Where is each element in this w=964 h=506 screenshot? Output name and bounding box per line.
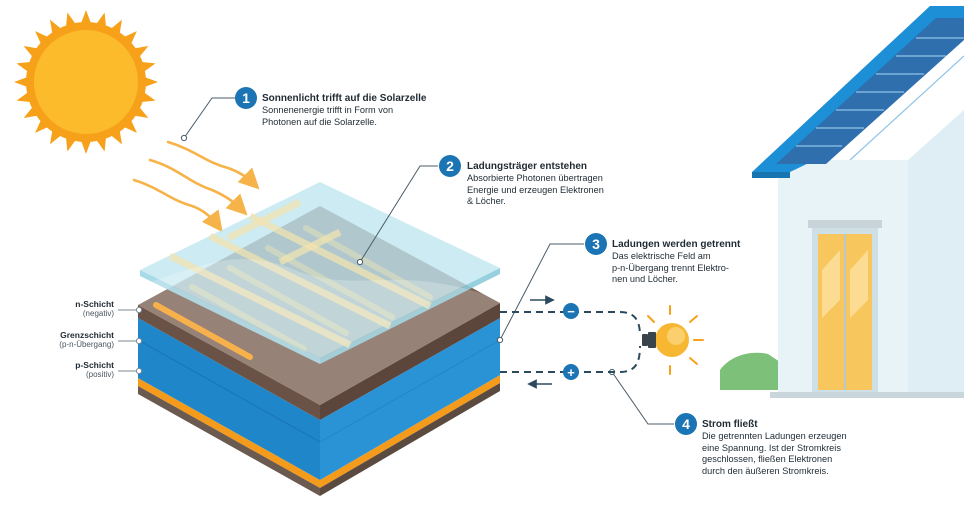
layer-label-n: n-Schicht (negativ) (4, 299, 114, 319)
positive-terminal-icon (563, 364, 579, 380)
step-2-title: Ladungsträger entstehen (467, 161, 588, 172)
sun-ray (123, 119, 137, 133)
step-1-desc-line-2: Photonen auf die Solarzelle. (262, 116, 377, 127)
step-3-desc-line-2: p-n-Übergang trennt Elektro- (612, 262, 729, 273)
step-3-title: Ladungen werden getrennt (612, 239, 741, 250)
step-3-number: 3 (592, 236, 600, 252)
sun-ray (80, 10, 92, 25)
step-2-number: 2 (446, 158, 454, 174)
step-3-desc-line-3: nen und Löcher. (612, 274, 678, 285)
layer-n-name: n-Schicht (75, 299, 114, 309)
layer-p-name: p-Schicht (75, 360, 114, 370)
layer-pointers (118, 306, 143, 375)
step-2-desc-line-2: Energie und erzeugen Elektronen (467, 184, 604, 195)
house-icon (720, 6, 964, 398)
step-4-desc-line-2: eine Spannung. Ist der Stromkreis (702, 442, 841, 453)
step-1-desc-line-1: Sonnenenergie trifft in Form von (262, 105, 394, 115)
sun-ray (143, 76, 158, 88)
step-3-text: Ladungen werden getrennt Das elektrische… (612, 238, 740, 286)
light-bulb-icon (642, 305, 704, 375)
negative-terminal-icon (563, 303, 579, 319)
step-4-badge (675, 413, 697, 435)
solar-panel-icon (776, 18, 964, 164)
step-4-desc-line-1: Die getrennten Ladungen erzeugen (702, 431, 847, 441)
step-leaders (183, 97, 674, 425)
sun-ray (123, 31, 137, 45)
step-3-desc-line-1: Das elektrische Feld am (612, 251, 711, 261)
layer-junction-name: Grenzschicht (60, 330, 114, 340)
step-4-number: 4 (682, 416, 690, 432)
step-4-text: Strom fließt Die getrennten Ladungen erz… (702, 418, 847, 477)
layer-n-sub: (negativ) (82, 309, 114, 318)
step-2-desc-line-3: & Löcher. (467, 196, 506, 207)
negative-sign: − (567, 304, 575, 319)
layer-label-junction: Grenzschicht (p-n-Übergang) (4, 330, 114, 350)
step-4-desc-line-3: geschlossen, fließen Elektronen (702, 454, 833, 465)
sun-ray (80, 139, 92, 154)
step-1-number: 1 (242, 90, 250, 106)
sunlight-beams (132, 140, 260, 233)
step-2-badge (439, 155, 461, 177)
step-3-badge (585, 233, 607, 255)
sun-icon (14, 10, 158, 154)
step-4-desc-line-4: durch den äußeren Stromkreis. (702, 465, 829, 476)
step-1-badge (235, 87, 257, 109)
external-circuit (500, 311, 641, 373)
step-2-desc-line-1: Absorbierte Photonen übertragen (467, 173, 603, 183)
layer-p-sub: (positiv) (85, 370, 114, 379)
sun-ray (14, 76, 29, 88)
sun-ray (35, 31, 49, 45)
step-2-text: Ladungsträger entstehen Absorbierte Phot… (467, 160, 604, 208)
sun-ray (35, 119, 49, 133)
solar-cell (137, 182, 501, 496)
step-1-text: Sonnenlicht trifft auf die Solarzelle So… (262, 92, 426, 128)
positive-sign: + (567, 365, 575, 380)
step-1-title: Sonnenlicht trifft auf die Solarzelle (262, 93, 427, 104)
layer-label-p: p-Schicht (positiv) (4, 360, 114, 380)
step-4-title: Strom fließt (702, 419, 758, 430)
layer-junction-sub: (p-n-Übergang) (59, 340, 114, 349)
